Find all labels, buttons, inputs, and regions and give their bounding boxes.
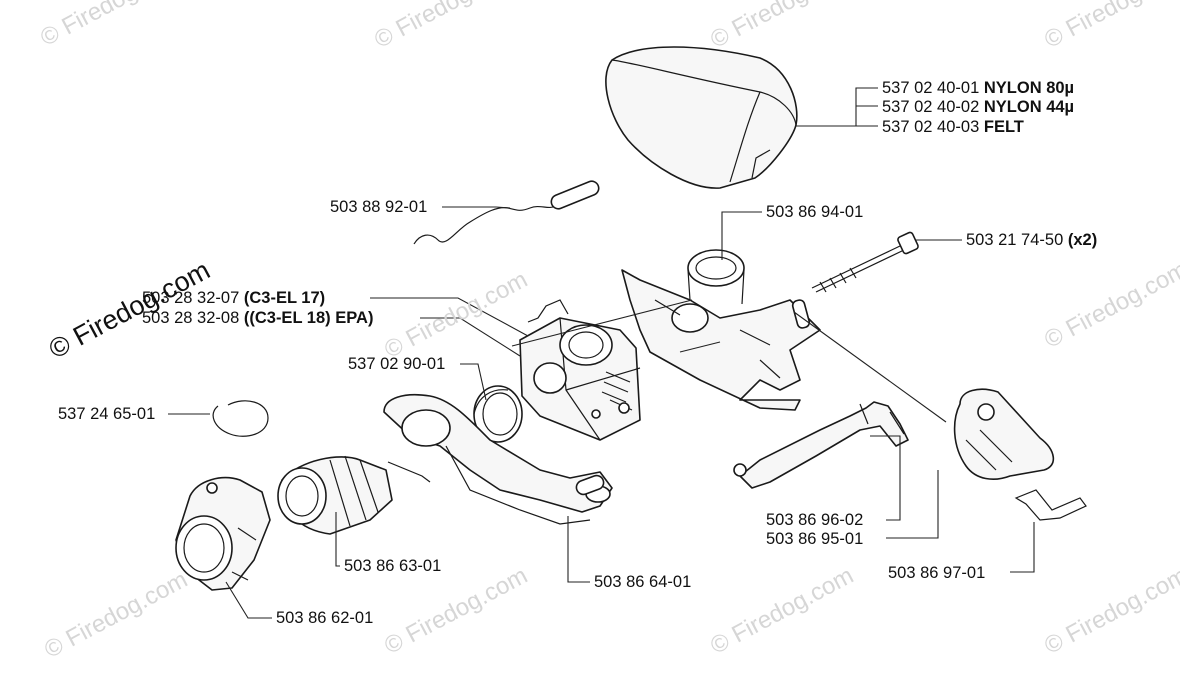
choke-lever-drawing — [953, 388, 1055, 480]
spring-clip-drawing — [1014, 489, 1087, 521]
bolt-drawing — [811, 231, 919, 293]
part-label-choke-lever: 503 86 97-01 — [888, 564, 986, 582]
inlet-manifold-drawing — [277, 455, 431, 535]
part-label-carburetor-2: 503 28 32-08 ((C3-EL 18) EPA) — [142, 309, 374, 327]
part-label-bolt: 503 21 74-50 (x2) — [966, 231, 1098, 249]
part-label-choke-rod: 503 88 92-01 — [330, 198, 428, 216]
part-label-intake-flange: 503 86 62-01 — [276, 609, 374, 627]
part-label-air-filter-2: 537 02 40-02 NYLON 44µ — [882, 98, 1075, 116]
part-label-air-filter-3: 537 02 40-03 FELT — [882, 118, 1024, 136]
leader-lines — [168, 87, 1035, 619]
part-label-carburetor-1: 503 28 32-07 (C3-EL 17) — [142, 289, 326, 307]
carburetor-drawing — [519, 299, 641, 441]
mounting-plate-drawing — [383, 394, 613, 525]
part-label-mounting-plate: 503 86 64-01 — [594, 573, 692, 591]
part-label-throttle-lever-2: 503 86 95-01 — [766, 530, 864, 548]
part-label-filter-holder: 503 86 94-01 — [766, 203, 864, 221]
part-label-inlet-manifold: 503 86 63-01 — [344, 557, 442, 575]
throttle-lever-drawing — [733, 401, 909, 489]
air-filter-drawing — [605, 46, 798, 189]
intake-flange-drawing — [175, 476, 271, 591]
part-label-throttle-lever-1: 503 86 96-02 — [766, 511, 864, 529]
filter-holder-drawing — [621, 249, 821, 411]
clamp-ring-drawing — [212, 400, 269, 437]
part-label-gasket-ring: 537 02 90-01 — [348, 355, 446, 373]
part-label-air-filter-1: 537 02 40-01 NYLON 80µ — [882, 79, 1075, 97]
part-label-clamp-ring: 537 24 65-01 — [58, 405, 156, 423]
choke-rod-drawing — [413, 180, 600, 245]
